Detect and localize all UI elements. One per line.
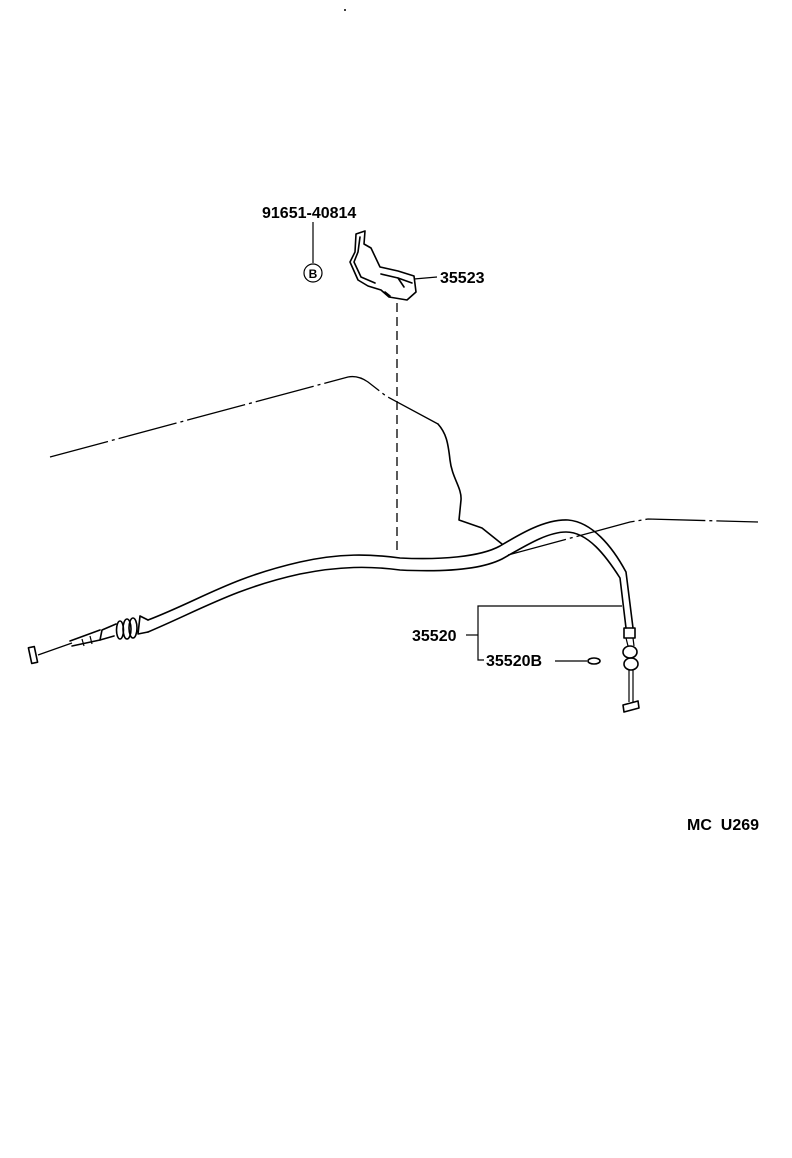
scan-dot [344, 9, 346, 11]
leader-clamp [413, 276, 438, 280]
cable-35520 [27, 519, 640, 713]
clamp-35523 [349, 230, 417, 301]
clip-35520b [587, 657, 601, 665]
figure-code: MC U269 [687, 817, 759, 834]
label-bolt-part: 91651-40814 [262, 205, 356, 222]
bolt-code-letter: B [309, 267, 318, 281]
label-cable-sub-part: 35520B [486, 653, 542, 670]
body-outline-curve [437, 423, 503, 545]
body-outline-top [49, 375, 439, 458]
body-outline-right [507, 518, 759, 556]
bolt-code-circle [303, 263, 323, 283]
label-clamp-part: 35523 [440, 270, 485, 287]
leader-cable-bracket [477, 605, 622, 661]
label-cable-part: 35520 [412, 628, 457, 645]
